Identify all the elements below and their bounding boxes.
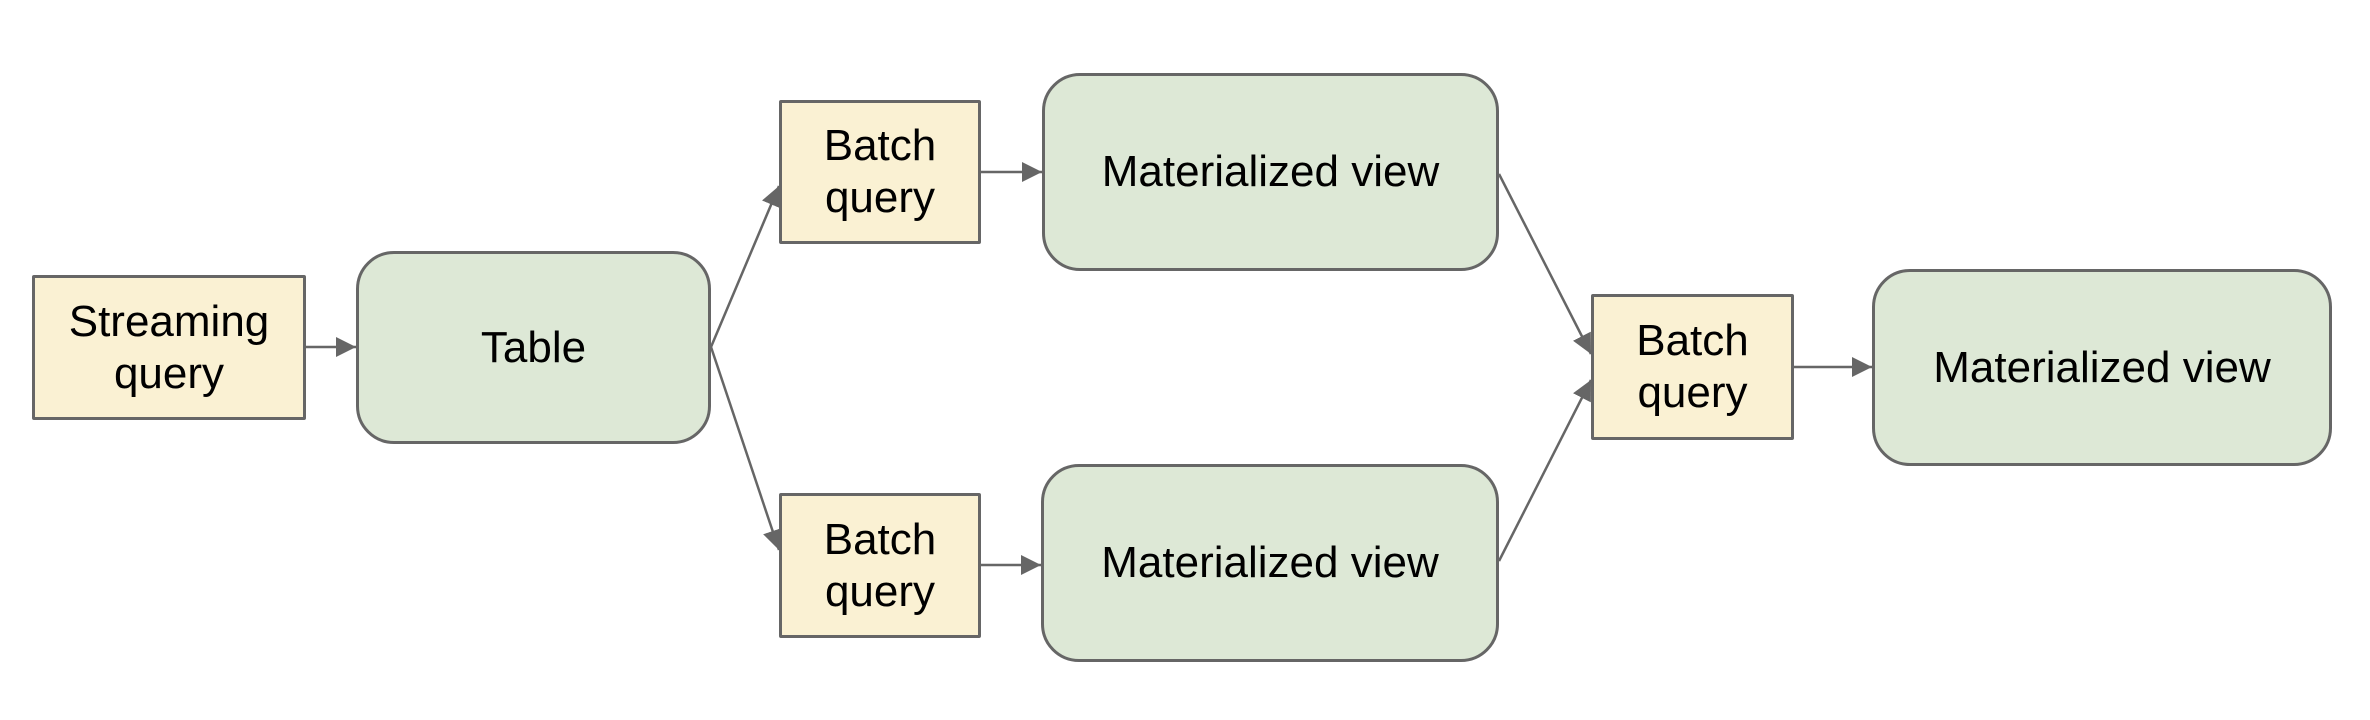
node-batch-query-join-label: Batch query [1636,316,1749,417]
node-materialized-view-bottom-label: Materialized view [1101,538,1439,588]
edge-table-to-batch-query-bottom [709,346,783,551]
node-batch-query-bottom: Batch query [779,493,981,638]
node-streaming-query-label: Streaming query [68,296,270,398]
node-materialized-view-final-label: Materialized view [1933,342,2271,392]
node-batch-query-bottom-label: Batch query [823,514,937,616]
edge-table-to-batch-query-top [709,185,781,348]
node-table: Table [356,251,711,444]
node-materialized-view-top-label: Materialized view [1101,147,1440,197]
edge-materialized-view-bottom-to-batch-query-join [1497,379,1593,562]
node-materialized-view-bottom: Materialized view [1041,464,1499,662]
node-streaming-query: Streaming query [32,275,306,420]
node-materialized-view-final: Materialized view [1872,269,2332,466]
edge-materialized-view-top-to-batch-query-join [1497,173,1593,355]
node-table-label: Table [480,322,587,372]
node-materialized-view-top: Materialized view [1042,73,1499,271]
node-batch-query-top: Batch query [779,100,981,244]
node-batch-query-join: Batch query [1591,294,1794,440]
node-batch-query-top-label: Batch query [823,121,937,222]
